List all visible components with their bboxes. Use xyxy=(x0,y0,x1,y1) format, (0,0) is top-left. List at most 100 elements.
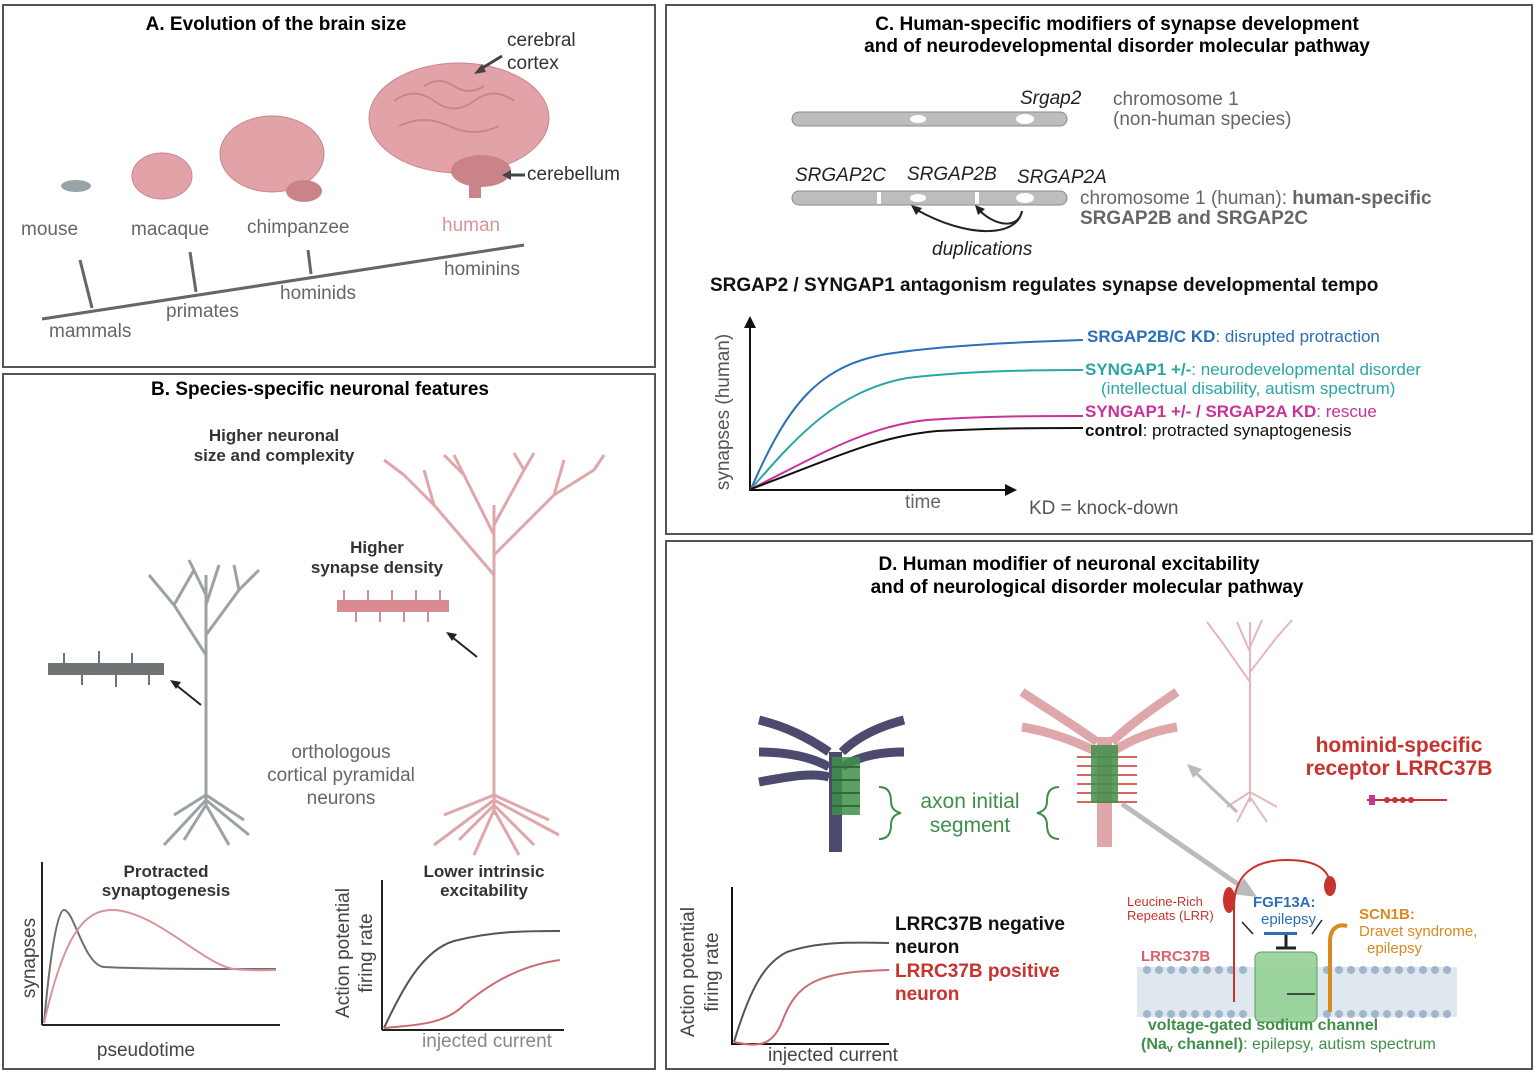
ais-brace-right xyxy=(1036,786,1060,840)
curve-control xyxy=(750,427,1084,490)
curve-syngap1-het xyxy=(750,369,1084,490)
species-macaque: macaque xyxy=(131,219,209,240)
chr1-nonhuman-label-1: chromosome 1 xyxy=(1113,89,1239,110)
lrr-fgf-arrow xyxy=(1241,921,1254,935)
curve-rescue xyxy=(750,415,1084,490)
positive-neuron-label-1: LRRC37B positive xyxy=(895,961,1060,982)
receptor-label-2: receptor LRRC37B xyxy=(1306,757,1493,780)
srgap2b-locus xyxy=(975,192,979,204)
ais-brace-left xyxy=(878,786,902,840)
legend-syngap1-detail: (intellectual disability, autism spectru… xyxy=(1101,379,1395,398)
human-neuron-icon xyxy=(383,452,606,856)
chromosome-nonhuman-icon xyxy=(791,111,1068,127)
lrrc37b-label: LRRC37B xyxy=(1141,948,1210,965)
chromosome-human-icon xyxy=(791,190,1068,206)
neuron-to-ais-arrow xyxy=(1193,770,1239,814)
negative-neuron-label-2: neuron xyxy=(895,937,959,958)
plot2-nonhuman-curve xyxy=(383,930,561,1029)
plot1-xlabel: pseudotime xyxy=(97,1040,195,1061)
lrr-domain-2-icon xyxy=(1324,876,1336,896)
plot1-human-curve xyxy=(43,908,277,1024)
plot-c-xlabel: time xyxy=(905,492,941,513)
cortex-label-1: cerebral xyxy=(507,30,576,51)
plot2-title-2: excitability xyxy=(440,881,528,900)
panel-d-title-2: and of neurological disorder molecular p… xyxy=(871,577,1304,598)
scn-fgf-arrow xyxy=(1311,919,1323,935)
ais-to-membrane-arrowhead xyxy=(1232,878,1257,897)
centromere-human xyxy=(910,194,926,202)
plot2-ylabel-2: firing rate xyxy=(356,913,377,992)
scn1b-label-1: SCN1B: xyxy=(1359,906,1415,923)
human-dendrite-arrow xyxy=(451,636,478,658)
chr1-human-label-1: chromosome 1 (human): human-specific xyxy=(1080,188,1432,209)
gene-srgap2a: SRGAP2A xyxy=(1017,167,1107,188)
plot-c-ylabel: synapses (human) xyxy=(713,334,734,490)
plot-c-x-arrowhead xyxy=(1005,484,1017,496)
panel-a-title: A. Evolution of the brain size xyxy=(146,14,407,35)
non-human-dendrite-icon xyxy=(48,651,164,687)
plot1-nonhuman-curve xyxy=(43,908,277,1024)
species-human: human xyxy=(442,215,500,236)
gene-srgap2b: SRGAP2B xyxy=(907,164,997,185)
nav-label-1: voltage-gated sodium channel xyxy=(1148,1017,1378,1034)
neurons-label-1: orthologous xyxy=(291,742,390,763)
legend-srgap2bc: SRGAP2B/C KD: disrupted protraction xyxy=(1087,327,1380,346)
cortex-label-2: cortex xyxy=(507,53,559,74)
duplication-arrow-2 xyxy=(978,209,1023,225)
chr1-human-label-2: SRGAP2B and SRGAP2C xyxy=(1080,208,1308,229)
plot1-title-2: synaptogenesis xyxy=(102,881,231,900)
phylo-branch-chimp xyxy=(306,249,313,275)
panel-a: A. Evolution of the brain size cerebral … xyxy=(2,4,656,368)
gene-srgap2: Srgap2 xyxy=(1020,88,1082,109)
panel-b: B. Species-specific neuronal features Hi… xyxy=(2,373,656,1070)
plot-d-negative-curve xyxy=(733,941,890,1043)
non-human-ais-icon xyxy=(757,715,906,852)
cerebellum-label: cerebellum xyxy=(527,164,620,185)
panel-d-title-1: D. Human modifier of neuronal excitabili… xyxy=(878,554,1260,575)
panel-b-title: B. Species-specific neuronal features xyxy=(151,379,489,400)
fgf13a-label-2: epilepsy xyxy=(1261,911,1317,928)
srgap2a-locus xyxy=(1016,193,1034,203)
plot-d-ylabel-2: firing rate xyxy=(702,932,723,1011)
panel-c: C. Human-specific modifiers of synapse d… xyxy=(665,4,1533,535)
chr1-nonhuman-label-2: (non-human species) xyxy=(1113,109,1291,130)
plot-d-xlabel: injected current xyxy=(768,1045,899,1066)
lrr-label-1: Leucine-Rich xyxy=(1127,894,1203,909)
clade-mammals: mammals xyxy=(49,321,131,342)
positive-neuron-label-2: neuron xyxy=(895,984,959,1005)
non-human-neuron-icon xyxy=(147,559,261,847)
plot2-title-1: Lower intrinsic xyxy=(424,862,545,881)
antagonism-heading: SRGAP2 / SYNGAP1 antagonism regulates sy… xyxy=(710,275,1378,296)
clade-primates: primates xyxy=(166,301,239,322)
human-ais-icon xyxy=(1019,688,1180,847)
macaque-brain-icon xyxy=(131,152,193,200)
panel-c-title-2: and of neurodevelopmental disorder molec… xyxy=(864,36,1370,57)
phylo-tree-trunk xyxy=(41,243,525,321)
panel-b-svg: B. Species-specific neuronal features Hi… xyxy=(19,379,606,1061)
lrr-domain-icon xyxy=(1223,887,1235,913)
phylo-branch-mouse xyxy=(78,259,94,309)
plot2-human-curve xyxy=(383,959,561,1029)
duplication-arrowhead-1 xyxy=(911,205,922,215)
neuron-to-ais-arrowhead xyxy=(1187,764,1202,778)
plot2-ylabel-1: Action potential xyxy=(333,888,354,1018)
human-neuron-small-icon xyxy=(1206,619,1293,823)
plot2-xlabel: injected current xyxy=(422,1031,553,1052)
gene-srgap2c: SRGAP2C xyxy=(795,165,886,186)
size-label-1: Higher neuronal xyxy=(209,426,339,445)
kd-note: KD = knock-down xyxy=(1029,498,1178,519)
fgf13a-icon xyxy=(1264,932,1297,935)
curve-srgap2bc-kd xyxy=(750,339,1084,490)
plot-c-y-arrowhead xyxy=(744,316,756,328)
density-label-1: Higher xyxy=(350,538,404,557)
neurons-label-3: neurons xyxy=(307,788,376,809)
centromere-nonhuman xyxy=(910,115,926,123)
mouse-brain-icon xyxy=(61,180,91,192)
density-label-2: synapse density xyxy=(311,558,444,577)
non-human-dendrite-arrowhead xyxy=(170,680,181,689)
chimpanzee-brain-icon xyxy=(219,115,325,193)
plot1-title-1: Protracted xyxy=(123,862,208,881)
non-human-dendrite-arrow xyxy=(175,684,202,706)
species-mouse: mouse xyxy=(21,219,78,240)
panel-c-svg: C. Human-specific modifiers of synapse d… xyxy=(710,14,1432,519)
